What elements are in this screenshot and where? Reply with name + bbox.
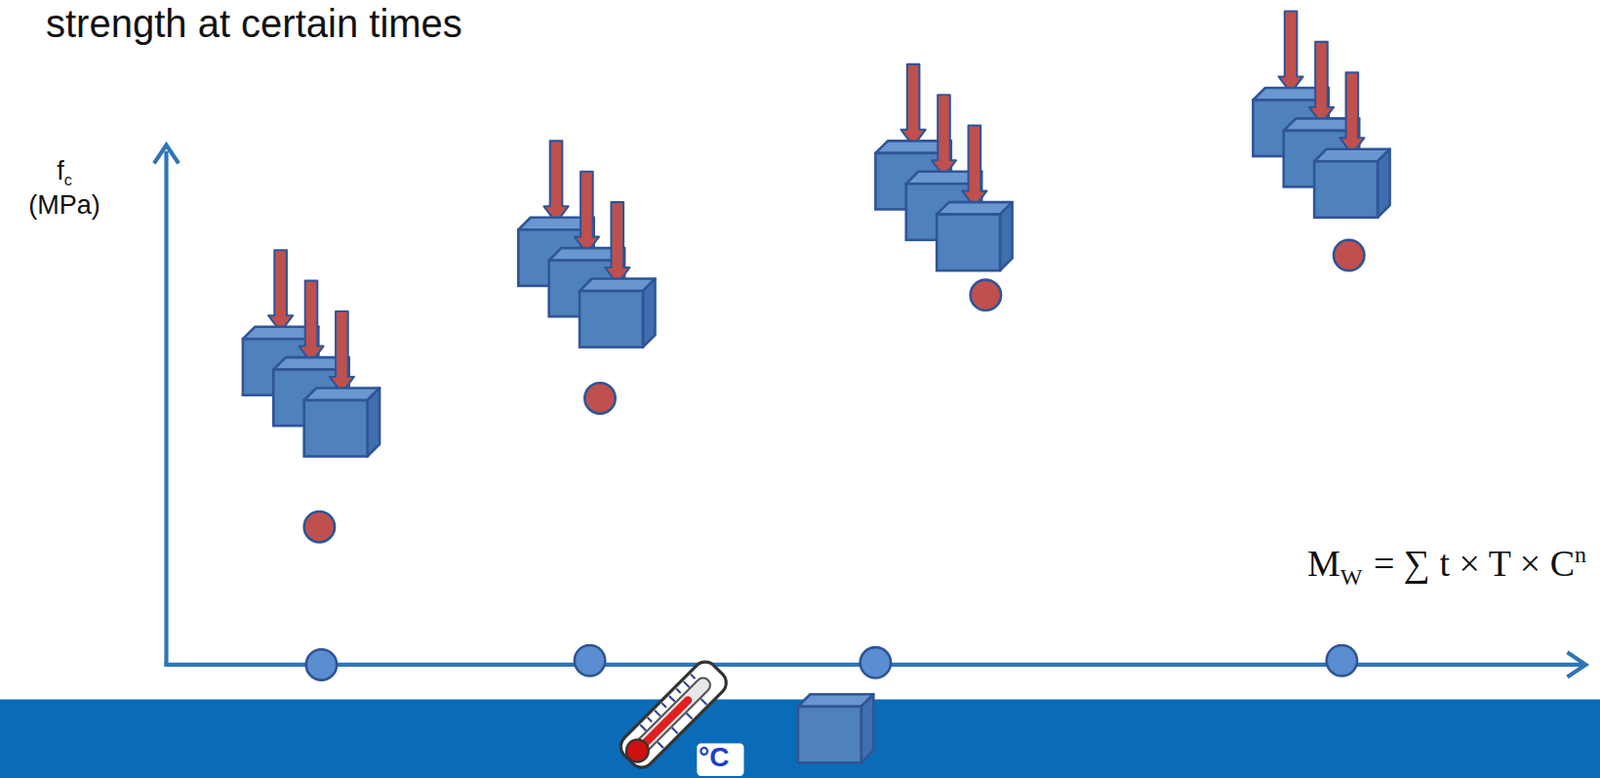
axis-symbol: fc — [5, 156, 123, 191]
time-points — [306, 644, 1358, 680]
axis-label: fc(MPa) — [5, 156, 123, 221]
loaded-cubes — [1252, 11, 1390, 218]
strength-points — [304, 240, 1365, 543]
unit-patch — [696, 742, 744, 775]
specimen-cube — [798, 693, 874, 762]
axis-subscript: c — [64, 171, 73, 189]
temperature-unit: °C — [698, 743, 729, 771]
axis-unit-line: (MPa) — [5, 190, 123, 221]
axis-unit: (MPa) — [28, 190, 101, 220]
loaded-cubes — [875, 64, 1012, 271]
formula-subscript: W — [1340, 563, 1363, 590]
loaded-cubes — [518, 140, 655, 347]
maturity-formula: MW = ∑ t × T × Cn — [1307, 541, 1587, 591]
axis-symbol-letter: f — [56, 156, 65, 186]
formula-body: = ∑ t × T × C — [1373, 542, 1575, 584]
thermometer-icon — [615, 656, 731, 772]
formula-exponent: n — [1574, 541, 1587, 567]
loaded-cubes — [242, 249, 380, 456]
formula-symbol: M — [1307, 542, 1341, 584]
slide-title: strength at certain times — [45, 1, 463, 46]
axes — [154, 145, 1586, 678]
